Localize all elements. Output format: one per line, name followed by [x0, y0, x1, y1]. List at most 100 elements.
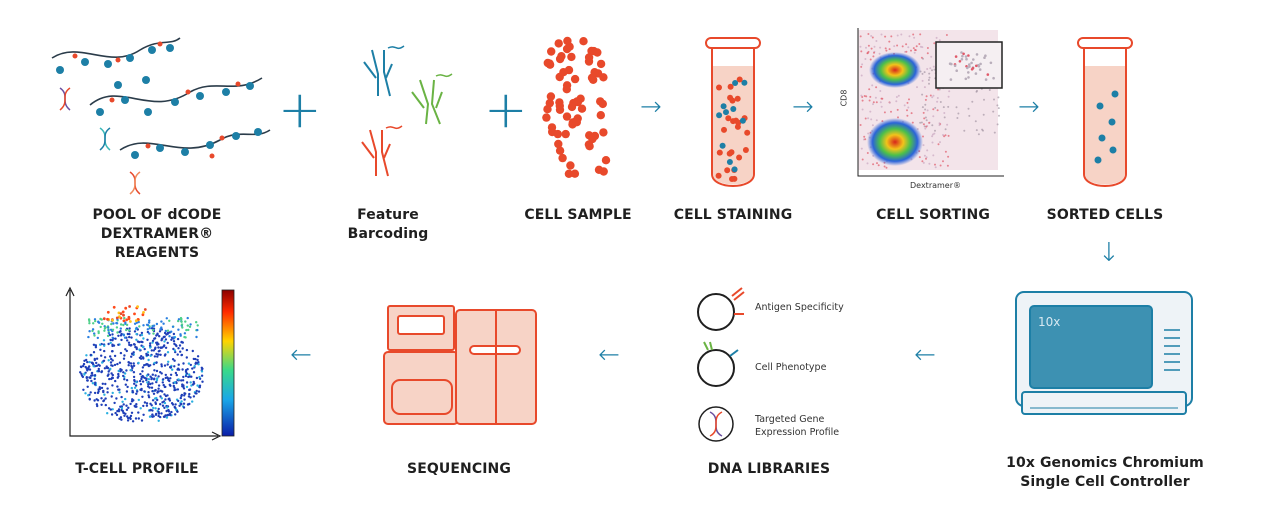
dot [192, 371, 196, 374]
dot [119, 323, 123, 326]
dot [932, 115, 935, 118]
dot [99, 348, 102, 351]
dot [572, 118, 581, 127]
dot [109, 341, 112, 344]
dot [124, 397, 127, 401]
dot [933, 68, 936, 71]
dot [103, 393, 106, 396]
dot [107, 326, 110, 329]
dot [949, 78, 953, 81]
step-feature-label: Feature Barcoding [347, 207, 429, 242]
dot [86, 360, 89, 364]
dot [119, 368, 122, 371]
dot [85, 354, 88, 357]
dot [152, 392, 156, 395]
dot [112, 322, 115, 325]
dot [171, 358, 175, 361]
dot [176, 337, 180, 341]
dot [157, 414, 160, 418]
dot [901, 45, 904, 48]
dot [599, 128, 608, 137]
dot [157, 350, 160, 353]
sequencer-icon [383, 305, 537, 425]
dot [136, 390, 139, 393]
dot [907, 106, 910, 109]
dot [120, 338, 123, 342]
dot [729, 176, 735, 182]
dot [169, 377, 172, 380]
dot [147, 364, 150, 367]
dot [111, 359, 114, 362]
dot [719, 142, 726, 149]
dot [554, 39, 563, 48]
dot [135, 381, 138, 384]
dot [715, 172, 722, 179]
dot [877, 164, 880, 167]
dot [543, 58, 552, 68]
staining-tube-icon [705, 37, 761, 187]
dot [867, 50, 870, 53]
step-controller-label: 10x Genomics Chromium Single Cell Contro… [1006, 455, 1204, 490]
dot [885, 166, 888, 169]
dot [165, 416, 169, 419]
dot [103, 344, 106, 347]
dot [948, 90, 951, 93]
dot [956, 117, 959, 119]
dot [114, 411, 117, 415]
dot [193, 365, 196, 368]
dot [115, 316, 119, 320]
dot [911, 121, 914, 124]
dot [100, 403, 103, 406]
dot [895, 96, 898, 98]
dot [151, 373, 154, 376]
dot [86, 369, 89, 372]
dot [140, 377, 143, 381]
dot [177, 399, 180, 403]
dot [148, 327, 151, 330]
dot [906, 109, 908, 112]
dot [161, 404, 165, 407]
dot [942, 160, 944, 163]
dot [931, 135, 934, 138]
dot [594, 165, 604, 174]
dot [158, 335, 161, 338]
dot [101, 361, 104, 364]
dot [141, 366, 145, 369]
dot [82, 362, 86, 366]
dot [104, 326, 107, 329]
library-phenotype-label: Cell Phenotype [755, 362, 827, 373]
dot [95, 357, 99, 360]
dot [153, 361, 156, 365]
dot [196, 384, 199, 387]
dot [869, 95, 872, 98]
dot [168, 379, 171, 383]
dot [736, 154, 743, 161]
dot [145, 404, 149, 407]
step-sorted-label: SORTED CELLS [1046, 207, 1164, 223]
dot [921, 160, 924, 163]
dot [866, 162, 869, 165]
dot [156, 355, 159, 358]
dot [115, 397, 118, 400]
dot [727, 94, 734, 101]
dot [152, 349, 155, 352]
dot [119, 351, 123, 355]
dot [865, 95, 868, 98]
dot [923, 86, 926, 89]
dot [968, 65, 971, 68]
dot [148, 319, 151, 322]
dot [95, 403, 99, 406]
dot [108, 377, 111, 381]
dot [159, 395, 162, 398]
dot [741, 79, 748, 86]
dot [122, 357, 126, 360]
dot [146, 338, 149, 341]
dot [113, 354, 117, 358]
dot [92, 365, 95, 368]
library-antigen-label: Antigen Specificity [755, 302, 844, 313]
dot [945, 34, 948, 36]
dot [984, 54, 987, 57]
dot [579, 37, 588, 46]
dot [920, 121, 923, 124]
dot [181, 341, 184, 344]
